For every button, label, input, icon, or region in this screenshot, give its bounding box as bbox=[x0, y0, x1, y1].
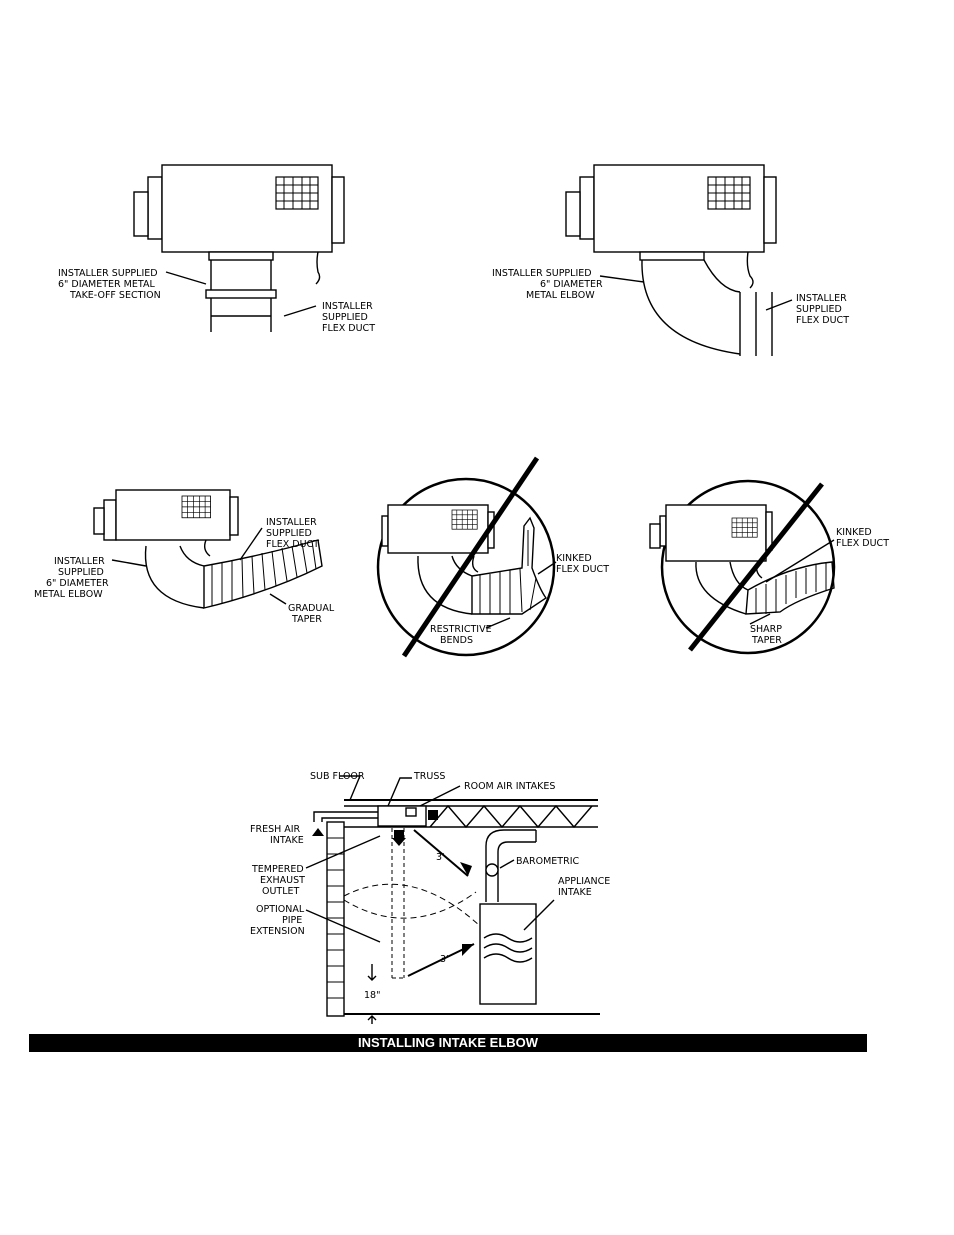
fig5-taper-label-2: TAPER bbox=[751, 635, 782, 646]
figure-sharp-taper: KINKED FLEX DUCT SHARP TAPER bbox=[649, 479, 889, 655]
fig1-flex-label-2: SUPPLIED bbox=[322, 312, 368, 323]
fig3-elbow-label-4: METAL ELBOW bbox=[34, 589, 103, 600]
fig1-elbow-label-3: TAKE-OFF SECTION bbox=[69, 290, 161, 301]
fig6-optional-label-3: EXTENSION bbox=[250, 926, 305, 937]
fig6-dist-floor: 18" bbox=[364, 990, 380, 1001]
fig6-freshair-label-2: INTAKE bbox=[270, 835, 304, 846]
fig1-elbow-label-2: 6" DIAMETER METAL bbox=[58, 279, 155, 290]
fig6-barometric-label: BAROMETRIC bbox=[516, 856, 579, 867]
fig3-taper-label-1: GRADUAL bbox=[288, 603, 335, 614]
fig3-elbow-label-1: INSTALLER bbox=[54, 556, 105, 567]
fig3-elbow-label-3: 6" DIAMETER bbox=[46, 578, 109, 589]
caption-banner: INSTALLING INTAKE ELBOW bbox=[29, 1034, 867, 1052]
fig6-dist-bottom: 3' bbox=[440, 954, 449, 965]
fig4-bends-label-1: RESTRICTIVE bbox=[430, 624, 492, 635]
fig6-roomair-label: ROOM AIR INTAKES bbox=[464, 781, 555, 792]
fig6-tempered-label-3: OUTLET bbox=[262, 886, 300, 897]
fig3-flex-label-1: INSTALLER bbox=[266, 517, 317, 528]
fig3-flex-label-2: SUPPLIED bbox=[266, 528, 312, 539]
fig5-kinked-label-2: FLEX DUCT bbox=[836, 538, 889, 549]
fig6-tempered-label-1: TEMPERED bbox=[251, 864, 304, 875]
fig6-tempered-label-2: EXHAUST bbox=[260, 875, 305, 886]
fig1-flex-label-3: FLEX DUCT bbox=[322, 323, 375, 334]
fig4-bends-label-2: BENDS bbox=[440, 635, 473, 646]
figure-gradual-taper: INSTALLER SUPPLIED 6" DIAMETER METAL ELB… bbox=[34, 489, 335, 625]
fig6-appliance-label-2: INTAKE bbox=[558, 887, 592, 898]
fig5-taper-label-1: SHARP bbox=[750, 624, 782, 635]
figure-metal-elbow: INSTALLER SUPPLIED 6" DIAMETER METAL ELB… bbox=[492, 164, 849, 356]
fig1-elbow-label-1: INSTALLER SUPPLIED bbox=[58, 268, 158, 279]
fig2-flex-label-1: INSTALLER bbox=[796, 293, 847, 304]
fig3-flex-label-3: FLEX DUCT bbox=[266, 539, 319, 550]
fig6-freshair-label-1: FRESH AIR bbox=[250, 824, 301, 835]
fig4-kinked-label-1: KINKED bbox=[556, 553, 592, 564]
fig1-flex-label-1: INSTALLER bbox=[322, 301, 373, 312]
fig2-flex-label-2: SUPPLIED bbox=[796, 304, 842, 315]
fig2-elbow-label-2: 6" DIAMETER bbox=[540, 279, 603, 290]
fig6-optional-label-2: PIPE bbox=[282, 915, 302, 926]
fig4-kinked-label-2: FLEX DUCT bbox=[556, 564, 609, 575]
figure-installation-layout: SUB FLOOR TRUSS ROOM AIR INTAKES FRESH A… bbox=[250, 771, 610, 1024]
fig2-flex-label-3: FLEX DUCT bbox=[796, 315, 849, 326]
fig6-subfloor-label: SUB FLOOR bbox=[310, 771, 365, 782]
fig2-elbow-label-1: INSTALLER SUPPLIED bbox=[492, 268, 592, 279]
fig5-kinked-label-1: KINKED bbox=[836, 527, 872, 538]
fig6-optional-label-1: OPTIONAL bbox=[256, 904, 305, 915]
fig3-taper-label-2: TAPER bbox=[291, 614, 322, 625]
fig2-elbow-label-3: METAL ELBOW bbox=[526, 290, 595, 301]
fig6-appliance-label-1: APPLIANCE bbox=[558, 876, 610, 887]
fig3-elbow-label-2: SUPPLIED bbox=[58, 567, 104, 578]
fig6-truss-label: TRUSS bbox=[413, 771, 445, 782]
figure-takeoff-section: INSTALLER SUPPLIED 6" DIAMETER METAL TAK… bbox=[58, 164, 375, 334]
figure-restrictive-bends: KINKED FLEX DUCT RESTRICTIVE BENDS bbox=[376, 456, 609, 658]
fig6-dist-top: 3' bbox=[436, 852, 445, 863]
